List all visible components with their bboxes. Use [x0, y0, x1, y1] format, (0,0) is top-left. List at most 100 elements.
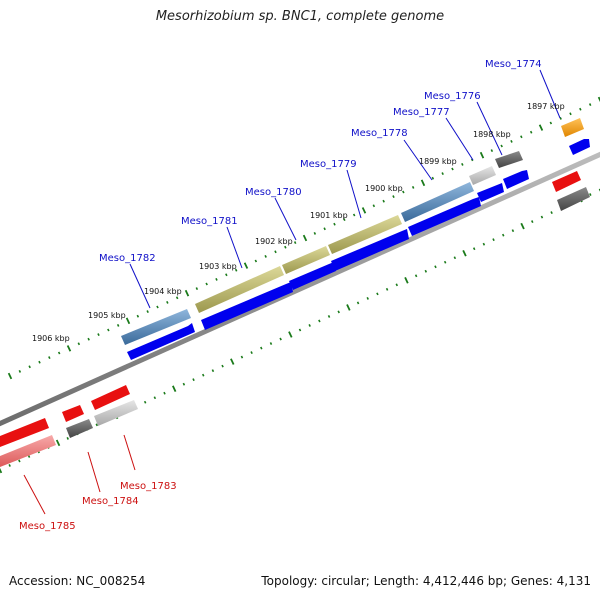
minor-scale-tick: [215, 277, 218, 281]
feature-meso-1780-olive[interactable]: [282, 246, 330, 274]
major-scale-tick: [230, 358, 235, 365]
feature-meso-1785-pink[interactable]: [0, 435, 56, 467]
minor-scale-tick: [501, 233, 505, 237]
minor-scale-tick: [28, 365, 31, 369]
feature-meso-1784-red[interactable]: [62, 405, 84, 422]
kbp-tick-label: 1905 kbp: [88, 311, 126, 320]
major-scale-tick: [0, 467, 3, 474]
minor-scale-tick: [392, 195, 395, 199]
minor-scale-tick: [95, 423, 99, 427]
minor-scale-tick: [385, 287, 389, 291]
feature-meso-1774-orange[interactable]: [561, 118, 584, 137]
leader-line: [346, 169, 362, 219]
feature-meso-1776-grey[interactable]: [495, 151, 523, 168]
minor-scale-tick: [327, 315, 331, 318]
minor-scale-tick: [18, 369, 22, 373]
major-scale-tick: [125, 317, 131, 325]
outer-scale-ring: [7, 96, 600, 380]
minor-scale-tick: [323, 227, 326, 231]
minor-scale-tick: [66, 436, 69, 440]
gene-label-meso-1780[interactable]: Meso_1780: [245, 187, 302, 198]
leader-line: [403, 139, 433, 181]
cds-arrow[interactable]: [201, 282, 293, 330]
map-title: Mesorhizobium sp. BNC1, complete genome: [155, 9, 445, 24]
cds-arrow[interactable]: [569, 139, 590, 155]
minor-scale-tick: [520, 135, 523, 139]
minor-scale-tick: [87, 337, 90, 341]
cds-arrow[interactable]: [408, 197, 481, 236]
gene-label-meso-1776[interactable]: Meso_1776: [424, 91, 481, 102]
feature-meso-1781-olive[interactable]: [195, 266, 284, 313]
cds-arrow[interactable]: [477, 183, 504, 202]
minor-scale-tick: [588, 103, 592, 107]
minor-scale-tick: [550, 211, 553, 215]
minor-scale-tick: [451, 167, 454, 171]
gene-label-meso-1781[interactable]: Meso_1781: [181, 216, 238, 227]
minor-scale-tick: [166, 300, 169, 304]
feature-meso-1779-olive[interactable]: [328, 215, 402, 254]
minor-scale-tick: [431, 176, 435, 180]
leader-line: [226, 226, 243, 269]
minor-scale-tick: [511, 229, 515, 233]
minor-scale-tick: [482, 242, 486, 246]
minor-scale-tick: [153, 396, 157, 400]
cds-arrow[interactable]: [503, 170, 529, 189]
feature-right-grey[interactable]: [557, 187, 590, 211]
minor-scale-tick: [356, 301, 360, 305]
minor-scale-tick: [402, 190, 405, 194]
minor-scale-tick: [529, 130, 533, 134]
minor-scale-tick: [510, 139, 513, 143]
reverse-gene-labels: Meso_1783 Meso_1784 Meso_1785: [19, 481, 177, 532]
minor-scale-tick: [38, 360, 41, 364]
minor-scale-tick: [77, 342, 81, 346]
minor-scale-tick: [453, 256, 457, 260]
minor-scale-tick: [175, 296, 179, 300]
minor-scale-tick: [240, 355, 244, 359]
genome-summary-text: Topology: circular; Length: 4,412,446 bp…: [261, 574, 591, 588]
leader-line: [274, 197, 297, 241]
cds-arrow[interactable]: [289, 262, 336, 290]
gene-label-meso-1774[interactable]: Meso_1774: [485, 59, 542, 70]
gene-label-meso-1783[interactable]: Meso_1783: [120, 481, 177, 492]
kbp-tick-label: 1903 kbp: [199, 262, 237, 271]
minor-scale-tick: [461, 162, 464, 166]
major-scale-tick: [538, 124, 544, 131]
minor-scale-tick: [284, 245, 287, 249]
kbp-tick-label: 1906 kbp: [32, 334, 70, 343]
major-scale-tick: [420, 179, 426, 187]
feature-meso-1783-red[interactable]: [91, 385, 130, 410]
gene-label-meso-1778[interactable]: Meso_1778: [351, 128, 408, 139]
minor-scale-tick: [411, 185, 415, 189]
feature-meso-1777-lightgrey[interactable]: [469, 166, 496, 185]
minor-scale-tick: [414, 274, 418, 278]
gene-label-meso-1785[interactable]: Meso_1785: [19, 521, 76, 532]
minor-scale-tick: [97, 333, 100, 337]
gene-label-meso-1782[interactable]: Meso_1782: [99, 253, 156, 264]
gene-label-meso-1777[interactable]: Meso_1777: [393, 107, 450, 118]
minor-scale-tick: [163, 391, 166, 395]
minor-scale-tick: [221, 364, 224, 368]
minor-scale-tick: [472, 247, 476, 251]
minor-scale-tick: [136, 314, 140, 318]
cds-arrow[interactable]: [331, 229, 409, 271]
feature-right-red[interactable]: [552, 171, 581, 192]
feature-meso-1783-lightgrey[interactable]: [94, 400, 138, 426]
feature-meso-1778-rna[interactable]: [401, 182, 474, 222]
kbp-tick-labels: 1897 kbp 1898 kbp 1899 kbp 1900 kbp 1901…: [32, 102, 565, 343]
minor-scale-tick: [293, 241, 297, 245]
feature-meso-1785-red[interactable]: [0, 418, 49, 447]
gene-label-meso-1779[interactable]: Meso_1779: [300, 159, 357, 170]
minor-scale-tick: [395, 283, 399, 287]
minor-scale-tick: [107, 328, 110, 332]
minor-scale-tick: [366, 296, 369, 300]
minor-scale-tick: [298, 328, 302, 332]
minor-scale-tick: [443, 260, 447, 264]
major-scale-tick: [520, 222, 525, 230]
cds-arrow[interactable]: [127, 323, 195, 360]
feature-meso-1782-rna[interactable]: [121, 309, 191, 345]
feature-meso-1784-grey[interactable]: [66, 419, 93, 438]
gene-label-meso-1784[interactable]: Meso_1784: [82, 496, 139, 507]
minor-scale-tick: [313, 231, 317, 235]
minor-scale-tick: [201, 373, 205, 377]
